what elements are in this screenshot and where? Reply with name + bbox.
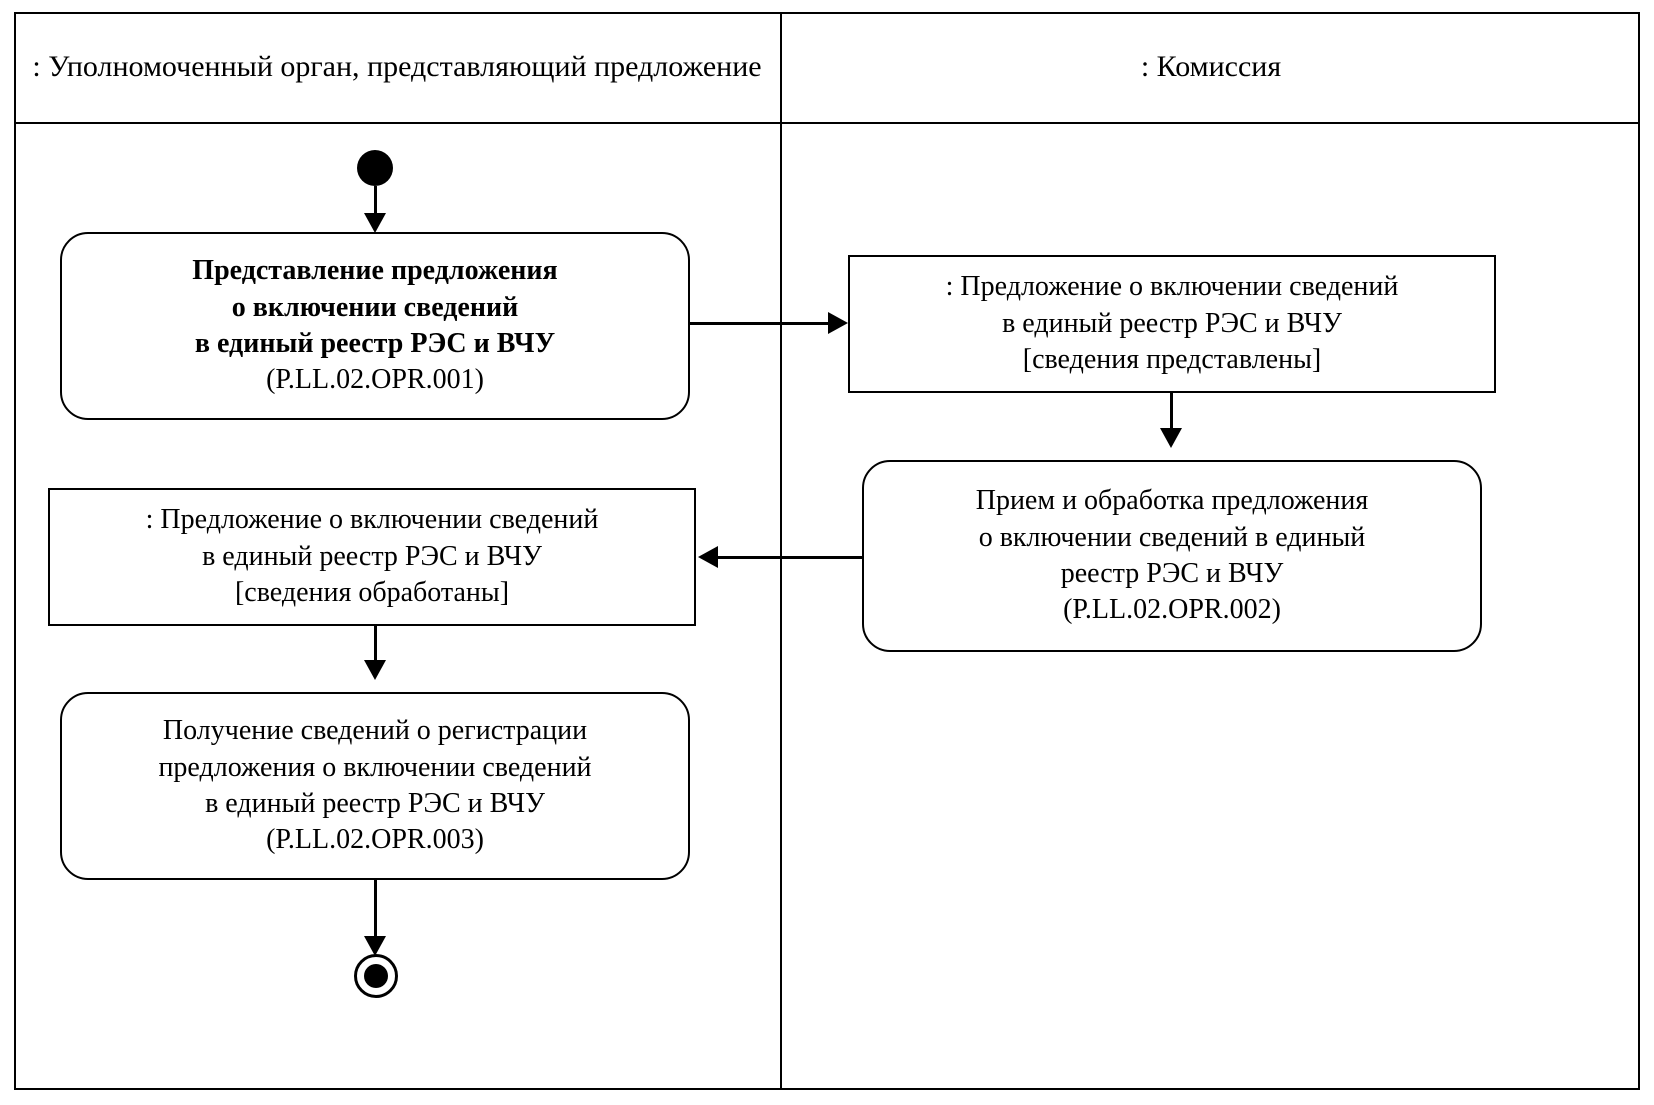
object2-line2: в единый реестр РЭС и ВЧУ bbox=[202, 540, 542, 572]
swimlane-left-title-line2: представляющий предложение bbox=[367, 49, 762, 83]
swimlane-right-title-line1: : Комиссия bbox=[1140, 49, 1282, 83]
activity-node-representation[interactable]: Представление предложения о включении св… bbox=[60, 232, 690, 420]
activity2-line1: Прием и обработка предложения bbox=[975, 485, 1369, 517]
activity3-line1: Получение сведений о регистрации bbox=[162, 715, 588, 747]
activity2-line2: о включении сведений в единый bbox=[978, 521, 1366, 553]
flow-activity3-to-final-arrowhead bbox=[364, 936, 386, 956]
swimlane-header-left: : Уполномоченный орган, представляющий п… bbox=[14, 12, 780, 122]
object1-line3: [сведения представлены] bbox=[1022, 344, 1322, 376]
activity2-code: (P.LL.02.OPR.002) bbox=[1063, 594, 1281, 626]
swimlane-left-title-line1: : Уполномоченный орган, bbox=[32, 49, 360, 83]
object-node-proposal-submitted[interactable]: : Предложение о включении сведений в еди… bbox=[848, 255, 1496, 393]
object-node-proposal-processed[interactable]: : Предложение о включении сведений в еди… bbox=[48, 488, 696, 626]
object1-line2: в единый реестр РЭС и ВЧУ bbox=[1002, 307, 1342, 339]
activity1-line1: Представление предложения bbox=[192, 255, 558, 287]
activity2-line3: реестр РЭС и ВЧУ bbox=[1060, 558, 1284, 589]
flow-object1-to-activity2-arrowhead bbox=[1160, 428, 1182, 448]
object1-line1: : Предложение о включении сведений bbox=[945, 271, 1399, 303]
flow-activity1-to-object1-arrowhead bbox=[828, 312, 848, 334]
activity1-line3: в единый реестр РЭС и ВЧУ bbox=[194, 328, 556, 359]
flow-activity2-to-object2-arrowhead bbox=[698, 546, 718, 568]
activity1-code: (P.LL.02.OPR.001) bbox=[266, 364, 484, 396]
object2-line1: : Предложение о включении сведений bbox=[145, 504, 599, 536]
swimlane-frame bbox=[14, 12, 1640, 1090]
activity-node-receive-and-process[interactable]: Прием и обработка предложения о включени… bbox=[862, 460, 1482, 652]
activity3-line2: предложения о включении сведений bbox=[158, 751, 592, 783]
flow-activity1-to-object1-line bbox=[690, 322, 830, 325]
swimlane-divider bbox=[780, 12, 782, 1090]
activity1-line2: о включении сведений bbox=[231, 291, 519, 323]
final-node bbox=[354, 954, 398, 998]
object2-line3: [сведения обработаны] bbox=[234, 577, 510, 609]
initial-node bbox=[357, 150, 393, 186]
flow-object2-to-activity3-line bbox=[374, 626, 377, 674]
activity3-code: (P.LL.02.OPR.003) bbox=[266, 824, 484, 856]
activity-node-receive-registration[interactable]: Получение сведений о регистрации предлож… bbox=[60, 692, 690, 880]
flow-activity3-to-final-line bbox=[374, 880, 377, 952]
swimlane-header-right: : Комиссия bbox=[782, 12, 1640, 122]
flow-initial-to-activity1-arrowhead bbox=[364, 213, 386, 233]
flow-object1-to-activity2-line bbox=[1170, 393, 1173, 441]
flow-activity2-to-object2-line bbox=[716, 556, 864, 559]
flow-object2-to-activity3-arrowhead bbox=[364, 660, 386, 680]
swimlane-header-rule bbox=[14, 122, 1640, 124]
flow-initial-to-activity1-line bbox=[374, 186, 377, 226]
activity3-line3: в единый реестр РЭС и ВЧУ bbox=[205, 788, 545, 819]
